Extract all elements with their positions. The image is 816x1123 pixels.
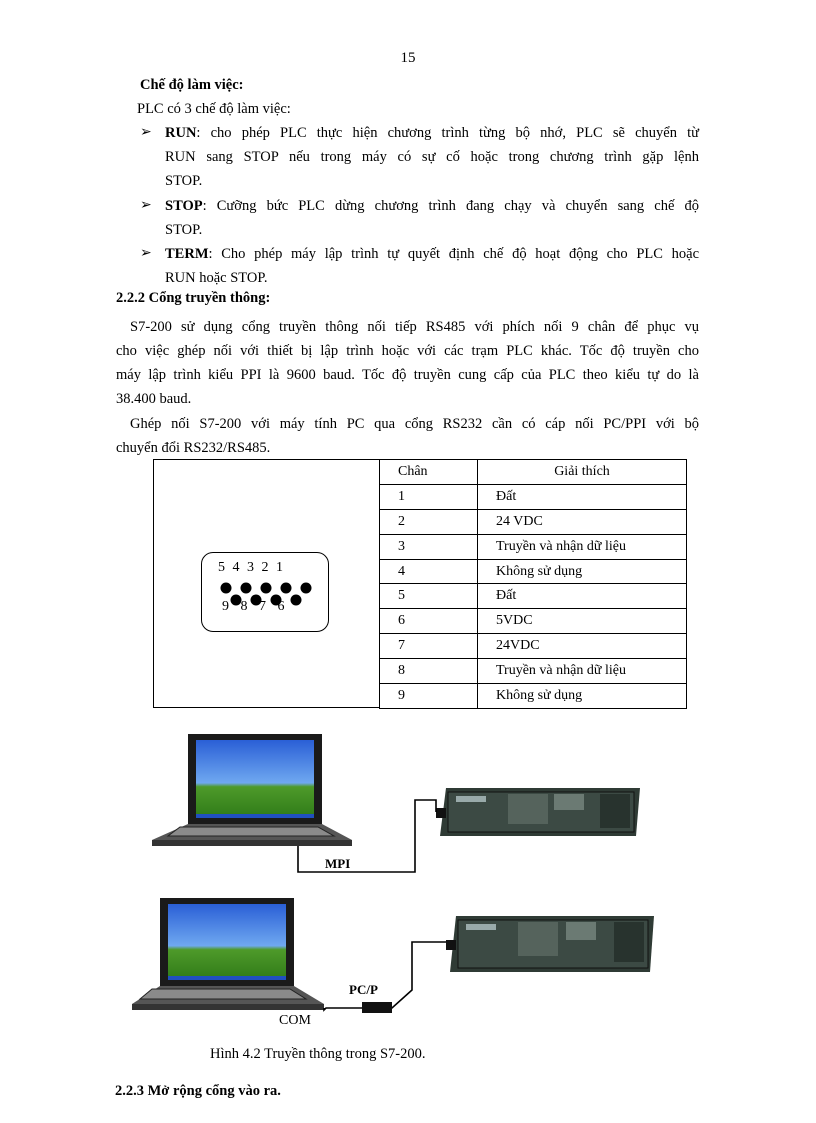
plc-module-icon [436, 788, 640, 836]
pin-number: 3 [379, 533, 478, 560]
mode-term-name: TERM [165, 246, 209, 262]
label-pc-ppi: PC/P [349, 982, 378, 997]
pin-description: Truyền và nhận dữ liệu [477, 658, 687, 685]
para1-line-4: 38.400 baud. [116, 391, 192, 407]
mode-stop-text-1: Cưỡng bức PLC dừng chương trình đang chạ… [216, 198, 700, 214]
connector-top-numbers: 5 4 3 2 1 [218, 560, 285, 575]
para2-line-1: Ghép nối S7-200 với máy tính PC qua cổng… [130, 416, 699, 432]
pin-number: 7 [379, 633, 478, 660]
mode-run-text-1: cho phép PLC thực hiện chương trình từng… [210, 125, 699, 141]
para1-line-1: S7-200 sử dụng cổng truyền thông nối tiế… [130, 319, 699, 335]
pin-number: 6 [379, 608, 478, 635]
mode-term-line-1: TERM: Cho phép máy lập trình tự quyết đị… [165, 246, 699, 262]
mode-run-line-1: RUN: cho phép PLC thực hiện chương trình… [165, 125, 699, 141]
section-heading-223: 2.2.3 Mở rộng cổng vào ra. [115, 1083, 281, 1099]
connector-pins [220, 582, 312, 606]
pin-description: Không sử dụng [477, 683, 687, 709]
para2-line-2: chuyển đổi RS232/RS485. [116, 440, 271, 456]
pin-number: 5 [379, 583, 478, 610]
para1-line-3: máy lập trình kiểu PPI là 9600 baud. Tốc… [116, 367, 699, 383]
mode-run-line-2: RUN sang STOP nếu trong máy có sự cố hoặ… [165, 149, 699, 165]
connector-panel [153, 459, 380, 708]
table-header-row: Chân Giải thích [379, 459, 687, 485]
label-com: COM [279, 1013, 311, 1028]
mode-stop-name: STOP [165, 198, 203, 214]
table-header-pin: Chân [379, 459, 478, 485]
para1-line-2: cho việc ghép nối với thiết bị lập trình… [116, 343, 699, 359]
pin-number: 1 [379, 483, 478, 510]
laptop-icon [132, 898, 324, 1010]
table-header-description: Giải thích [477, 459, 687, 485]
pin-number: 8 [379, 658, 478, 685]
pin-description: 5VDC [477, 608, 687, 635]
pin-number: 9 [379, 683, 478, 709]
bullet-arrow-icon: ➢ [140, 246, 152, 261]
mpi-cable [297, 799, 437, 873]
mode-run-line-3: STOP. [165, 173, 203, 189]
bullet-arrow-icon: ➢ [140, 198, 152, 213]
db9-connector [201, 552, 329, 632]
label-mpi: MPI [325, 856, 351, 871]
pin-description: Truyền và nhận dữ liệu [477, 533, 687, 560]
section-heading-222: 2.2.2 Cổng truyền thông: [116, 290, 271, 306]
plc-module-icon [446, 916, 654, 972]
pin-number: 4 [379, 558, 478, 585]
bullet-arrow-icon: ➢ [140, 125, 152, 140]
mode-term-line-2: RUN hoặc STOP. [165, 270, 268, 286]
mode-heading: Chế độ làm việc: [140, 77, 244, 93]
page-number: 15 [400, 50, 416, 66]
pin-number: 2 [379, 508, 478, 535]
pin-description: Đất [477, 583, 687, 610]
mode-stop-line-2: STOP. [165, 222, 203, 238]
pin-description: 24VDC [477, 633, 687, 660]
communication-diagram [132, 734, 654, 1013]
mode-run-name: RUN [165, 125, 197, 141]
pin-description: 24 VDC [477, 508, 687, 535]
mode-intro: PLC có 3 chế độ làm việc: [137, 101, 291, 117]
connector-bottom-numbers: 9 8 7 6 [222, 599, 289, 614]
pin-description: Không sử dụng [477, 558, 687, 585]
mode-term-text-1: Cho phép máy lập trình tự quyết định chế… [221, 246, 699, 262]
pc-ppi-cable [323, 941, 446, 1012]
pin-description: Đất [477, 483, 687, 510]
mode-stop-line-1: STOP: Cưỡng bức PLC dừng chương trình đa… [165, 198, 700, 214]
converter-icon [362, 1002, 392, 1013]
figure-caption: Hình 4.2 Truyền thông trong S7-200. [210, 1046, 426, 1062]
laptop-icon [152, 734, 352, 846]
